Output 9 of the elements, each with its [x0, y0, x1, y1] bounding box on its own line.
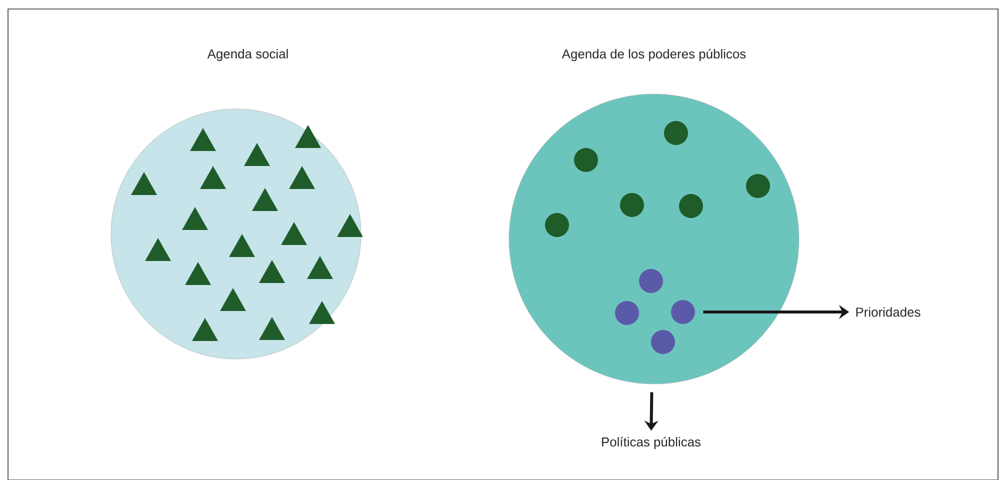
dot [651, 330, 675, 354]
label-text: Prioridades [856, 307, 920, 317]
node-label: Agenda social [207, 48, 288, 62]
dot [615, 301, 639, 325]
circle-area: Agenda de los poderes públicos [508, 48, 800, 384]
dot [671, 300, 695, 324]
dot [639, 269, 663, 293]
node-label: Agenda de los poderes públicos [562, 48, 746, 62]
label-text: Políticas públicas [602, 436, 701, 450]
